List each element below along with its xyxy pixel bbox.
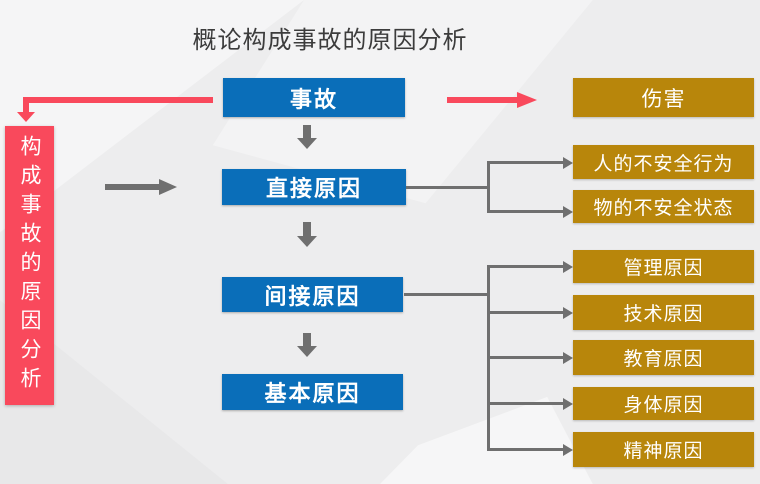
box-harm: 伤害 [573, 78, 754, 117]
connector-arrowhead-icon [563, 261, 573, 273]
down-arrow-shaft [303, 222, 311, 236]
connector-branch-line [487, 356, 563, 359]
connector-branch-line [487, 311, 563, 314]
gray-right-arrow-icon [105, 179, 181, 195]
slide-title: 概论构成事故的原因分析 [192, 27, 468, 54]
connector-branch-line [487, 265, 563, 268]
box-unsafe-behavior: 人的不安全行为 [573, 145, 754, 179]
connector-arrowhead-icon [563, 444, 573, 456]
box-technical-cause: 技术原因 [573, 295, 754, 330]
box-unsafe-condition: 物的不安全状态 [573, 190, 754, 223]
connector-arrowhead-icon [563, 307, 573, 319]
connector-arrowhead-icon [563, 398, 573, 410]
down-arrow-icon [297, 125, 317, 149]
node-indirect-cause: 间接原因 [222, 277, 403, 312]
node-basic-cause: 基本原因 [222, 374, 403, 410]
box-management-cause: 管理原因 [573, 250, 754, 283]
connector-branch-line [487, 448, 563, 451]
down-arrowhead-icon [297, 236, 317, 247]
box-education-cause: 教育原因 [573, 340, 754, 375]
side-summary-label: 构成事故的原因分析 [18, 135, 41, 396]
connector-branch-line [487, 161, 563, 164]
down-arrowhead-icon [297, 346, 317, 357]
red-right-arrow-shaft [447, 97, 517, 103]
connector-branch-line [487, 210, 563, 213]
connector-arrowhead-icon [563, 352, 573, 364]
gray-right-arrow-shaft [105, 184, 159, 190]
connector-arrowhead-icon [563, 157, 573, 169]
down-arrow-shaft [303, 333, 311, 346]
connector-direct-rail [487, 161, 490, 213]
node-accident: 事故 [223, 78, 405, 117]
red-right-arrowhead-icon [517, 92, 537, 108]
connector-arrowhead-icon [563, 206, 573, 218]
down-arrow-icon [297, 333, 317, 357]
down-arrow-icon [297, 222, 317, 247]
connector-direct-stem [406, 186, 487, 189]
gray-right-arrowhead-icon [159, 179, 177, 195]
red-elbow-arrowhead-icon [17, 112, 35, 122]
down-arrow-shaft [303, 125, 311, 138]
connector-indirect-stem [404, 293, 487, 296]
down-arrowhead-icon [297, 138, 317, 149]
connector-branch-line [487, 402, 563, 405]
node-direct-cause: 直接原因 [222, 169, 406, 205]
side-summary-box: 构成事故的原因分析 [5, 126, 54, 405]
box-mental-cause: 精神原因 [573, 432, 754, 467]
box-physical-cause: 身体原因 [573, 387, 754, 420]
red-right-arrow-icon [447, 92, 537, 108]
red-elbow-arrow-vertical [23, 97, 29, 112]
red-elbow-arrow-horizontal [23, 97, 213, 103]
